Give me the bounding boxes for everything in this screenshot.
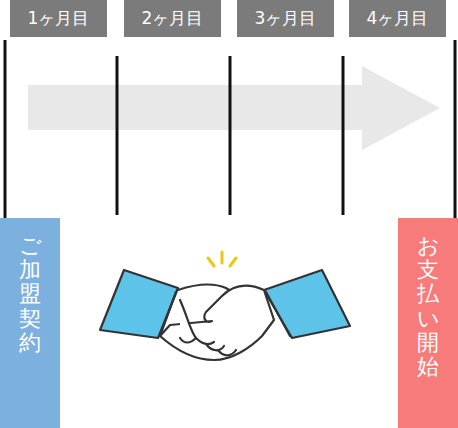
handshake-illustration [100, 252, 350, 360]
month-label: 3ヶ月目 [255, 7, 317, 30]
month-header: 3ヶ月目 [237, 0, 334, 37]
month-dividers [5, 40, 455, 218]
milestone-band: お支払い開始 [398, 218, 458, 428]
month-label: 4ヶ月目 [367, 7, 429, 30]
progress-arrow [28, 66, 440, 150]
month-label: 2ヶ月目 [142, 7, 204, 30]
month-header: 4ヶ月目 [349, 0, 446, 37]
month-header: 1ヶ月目 [10, 0, 107, 37]
milestone-label: お支払い開始 [417, 234, 439, 379]
month-header: 2ヶ月目 [124, 0, 221, 37]
month-label: 1ヶ月目 [28, 7, 90, 30]
milestone-label: ご加盟契約 [19, 234, 41, 355]
milestone-band: ご加盟契約 [0, 218, 60, 428]
